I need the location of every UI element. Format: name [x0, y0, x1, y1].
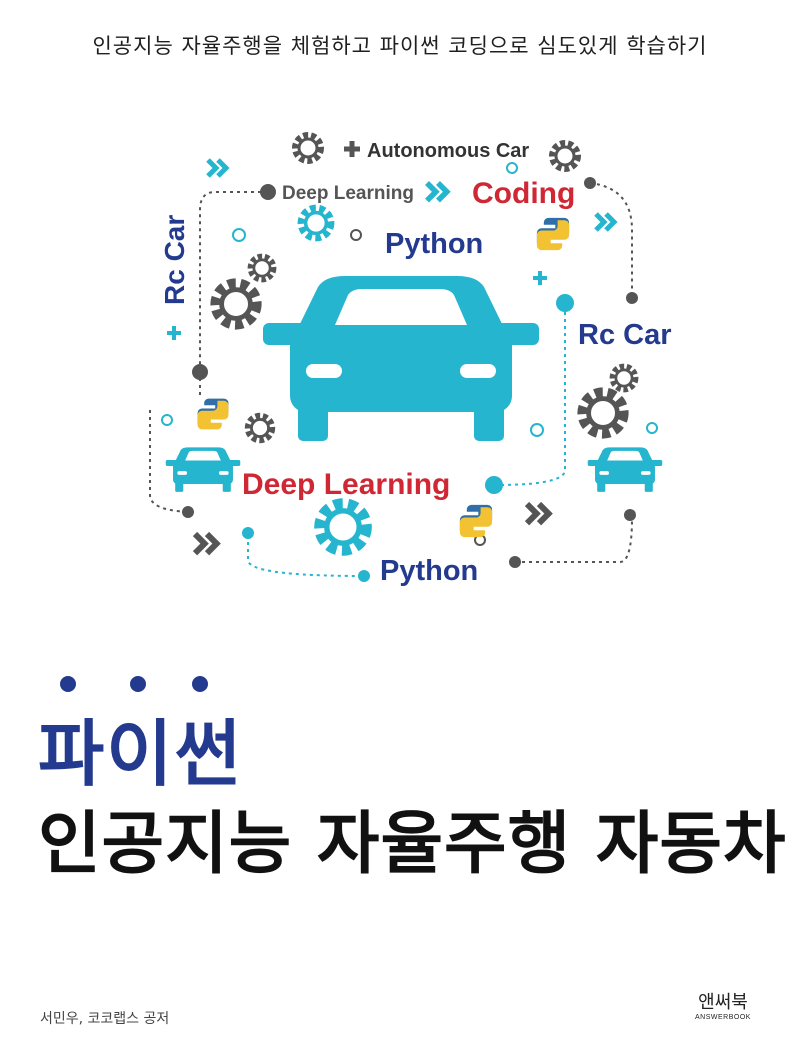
- connector-dot: [626, 292, 638, 304]
- emphasis-dot: [192, 676, 208, 692]
- label-python-top: Python: [385, 228, 483, 260]
- publisher-name-ko: 앤써북: [698, 992, 748, 1013]
- label-autonomous-car: Autonomous Car: [367, 140, 529, 162]
- connector-dot: [624, 509, 636, 521]
- python-logo-icon: [459, 504, 493, 538]
- label-deep-learning-big: Deep Learning: [242, 468, 450, 501]
- gear-icon: [215, 283, 257, 325]
- connector-dot: [556, 294, 574, 312]
- double-chevron-icon: [596, 214, 614, 230]
- ring-circle: [161, 414, 173, 426]
- label-rc-car-right: Rc Car: [578, 319, 672, 351]
- book-title-line1: 파이썬: [38, 712, 243, 796]
- label-python-bottom: Python: [380, 555, 478, 587]
- label-rc-car-vertical: Rc Car: [159, 215, 190, 305]
- ring-circle: [506, 162, 518, 174]
- connector-dot: [192, 364, 208, 380]
- connector-line: [199, 191, 268, 370]
- connector-dot: [584, 177, 596, 189]
- connector-dot: [242, 527, 254, 539]
- connector-line: [495, 305, 566, 486]
- connector-dot: [182, 506, 194, 518]
- ring-circle: [530, 423, 544, 437]
- car-icon: [587, 447, 663, 492]
- connector-line: [589, 182, 633, 298]
- book-title-line2: 인공지능 자율주행 자동차: [38, 805, 787, 884]
- python-logo-icon: [536, 217, 570, 251]
- publisher-logo: 앤써북 ANSWERBOOK: [683, 988, 763, 1021]
- publisher-name-en: ANSWERBOOK: [695, 1014, 751, 1021]
- connector-dot: [260, 184, 276, 200]
- connector-dot: [358, 570, 370, 582]
- emphasis-dot: [60, 676, 76, 692]
- double-chevron-icon: [427, 183, 447, 201]
- plus-icon: [167, 326, 181, 340]
- ring-circle: [232, 228, 246, 242]
- title-emphasis-dots: [58, 676, 218, 696]
- gear-icon: [301, 208, 331, 238]
- double-chevron-icon: [195, 534, 217, 553]
- plus-icon: [344, 141, 360, 157]
- connector-line: [149, 410, 189, 513]
- authors: 서민우, 코코랩스 공저: [40, 1011, 170, 1027]
- double-chevron-icon: [527, 504, 549, 523]
- cover-illustration: Autonomous Car Deep Learning Coding Pyth…: [149, 0, 672, 587]
- ring-circle: [646, 422, 658, 434]
- ring-circle: [350, 229, 362, 241]
- emphasis-dot: [130, 676, 146, 692]
- gear-icon: [250, 256, 273, 279]
- connector-dot: [485, 476, 503, 494]
- gear-icon: [582, 392, 624, 434]
- connector-dot: [509, 556, 521, 568]
- gear-icon: [295, 135, 321, 161]
- subtitle: 인공지능 자율주행을 체험하고 파이썬 코딩으로 심도있게 학습하기: [92, 34, 708, 58]
- gear-icon: [612, 366, 635, 389]
- plus-icon: [533, 271, 547, 285]
- gear-icon: [552, 143, 578, 169]
- python-logo-icon: [197, 398, 229, 430]
- gear-icon: [248, 416, 273, 441]
- label-coding: Coding: [472, 177, 575, 210]
- double-chevron-icon: [208, 160, 226, 176]
- gear-icon: [320, 504, 367, 551]
- car-icon: [165, 447, 241, 492]
- label-deep-learning-small: Deep Learning: [282, 183, 414, 204]
- car-icon: [263, 276, 539, 441]
- connector-line: [515, 517, 633, 563]
